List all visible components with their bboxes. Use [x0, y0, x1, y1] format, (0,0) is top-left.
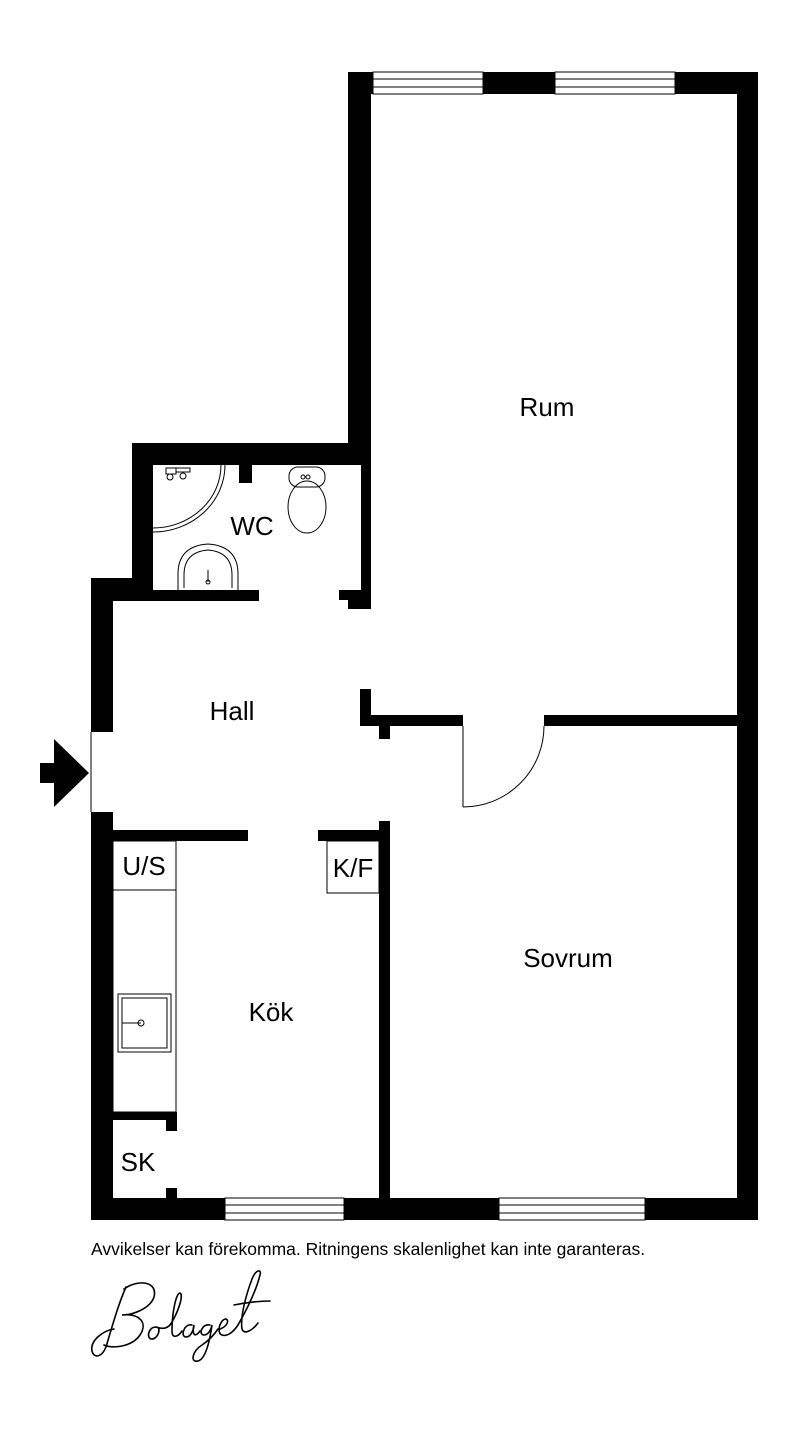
- wall-rum-sovrum: [544, 715, 737, 726]
- label-kf: K/F: [333, 853, 373, 883]
- wall-wc-bottom: [113, 590, 259, 601]
- wall-wc-right: [361, 443, 371, 609]
- wall-kitchen-sovrum: [379, 821, 390, 1198]
- window-rum-2: [554, 71, 676, 95]
- wall-wc-left: [132, 443, 153, 601]
- wall-sk-nub-bottom: [166, 1188, 177, 1198]
- wall-right: [737, 72, 758, 1220]
- wall-hall-rum-post: [360, 689, 371, 726]
- fridge-box: [326, 840, 380, 894]
- windows: [90, 71, 676, 1221]
- wall-wc-top: [132, 443, 371, 465]
- label-us: U/S: [122, 851, 165, 881]
- label-sk: SK: [121, 1147, 156, 1177]
- wc-fixtures: [152, 464, 327, 590]
- window-kok: [224, 1197, 345, 1221]
- shower-icon: [152, 464, 226, 533]
- bolaget-logo: [91, 1270, 271, 1362]
- window-sovrum: [498, 1197, 646, 1221]
- entrance-arrow-icon: [40, 739, 89, 807]
- wall-kitchen-top-right: [318, 830, 390, 841]
- wall-wc-pillar: [239, 465, 252, 483]
- sink-icon: [117, 993, 172, 1053]
- wall-bottom-left: [91, 1198, 225, 1220]
- wall-sk-top: [113, 1112, 177, 1120]
- label-rum: Rum: [520, 392, 575, 422]
- wall-sk-nub-top: [166, 1112, 177, 1131]
- label-kok: Kök: [249, 997, 295, 1027]
- label-wc: WC: [230, 511, 273, 541]
- kitchen-counter: [112, 840, 177, 1113]
- wall-bottom-right: [645, 1198, 758, 1220]
- toilet-icon: [287, 466, 327, 534]
- wall-left-lower: [91, 812, 113, 1220]
- label-sovrum: Sovrum: [523, 943, 613, 973]
- kitchen-fixtures: [112, 840, 380, 1113]
- wall-hall-left-upper-v: [91, 578, 113, 732]
- disclaimer-text: Avvikelser kan förekomma. Ritningens ska…: [91, 1239, 646, 1259]
- wall-bottom-mid: [344, 1198, 499, 1220]
- walls: [91, 72, 758, 1220]
- wall-rum-left: [348, 72, 371, 464]
- wall-hall-rum-nub: [379, 726, 390, 739]
- wall-wc-door-jamb-2: [348, 598, 361, 609]
- label-hall: Hall: [210, 696, 255, 726]
- wall-kitchen-top-left: [113, 830, 248, 841]
- window-rum-1: [372, 71, 484, 95]
- wall-top-mid: [483, 72, 555, 94]
- washbasin-icon: [177, 543, 239, 590]
- wall-wc-door-jamb: [339, 590, 361, 600]
- sovrum-door: [462, 725, 545, 808]
- wall-hall-rum-h: [360, 715, 463, 726]
